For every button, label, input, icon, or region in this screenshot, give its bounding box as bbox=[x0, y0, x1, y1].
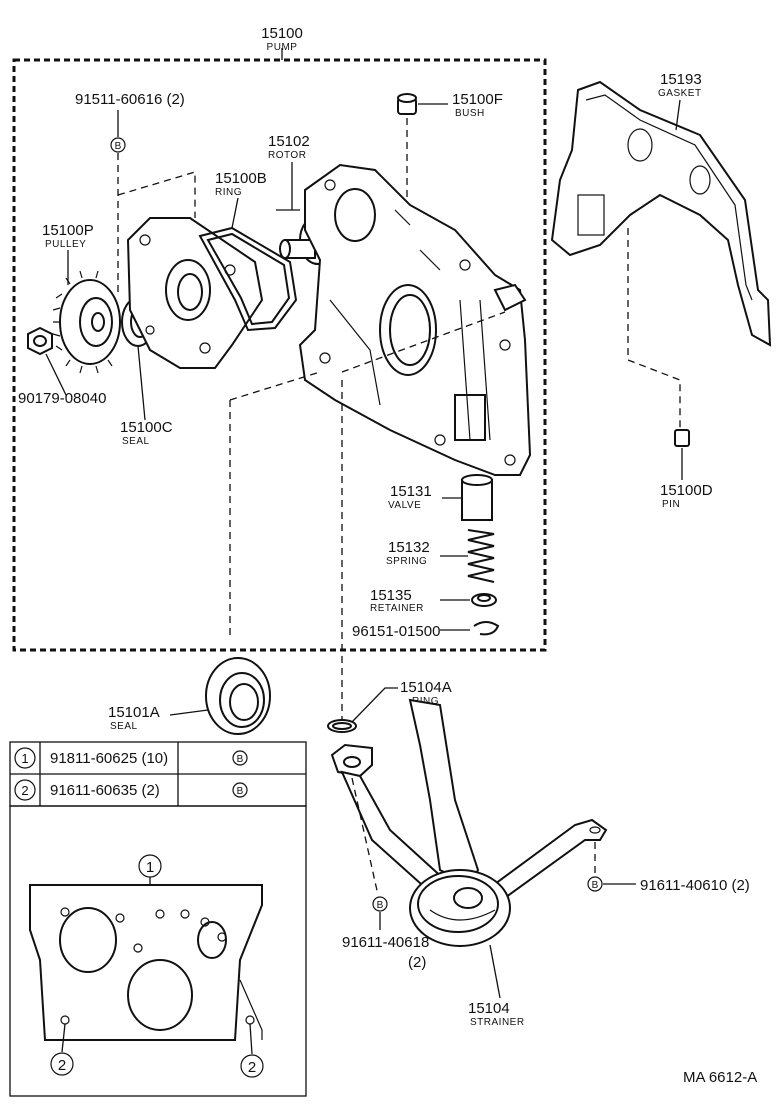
bolt-symbol-label: B bbox=[592, 880, 599, 891]
pulley-part: 15100P PULLEY bbox=[42, 222, 121, 374]
seal-a-part: 15101A SEAL bbox=[108, 657, 271, 735]
pump-cover-part bbox=[126, 217, 264, 369]
strainer-name: STRAINER bbox=[470, 1017, 525, 1028]
seal-a-number: 15101A bbox=[108, 704, 160, 721]
table-row-2-part: 91611-60635 (2) bbox=[50, 782, 160, 799]
table-row-1-part: 91811-60625 (10) bbox=[50, 750, 168, 767]
pump-assembly-box: 15100 PUMP bbox=[12, 25, 547, 652]
location-marker-2-label: 2 bbox=[58, 1057, 66, 1074]
nut-part: 90179-08040 bbox=[18, 326, 106, 407]
table-row-2-symbol: B bbox=[237, 786, 244, 797]
valve-part: 15131 VALVE bbox=[388, 474, 493, 521]
bush-name: BUSH bbox=[455, 108, 485, 119]
gasket-part: 15193 GASKET bbox=[550, 71, 772, 430]
seal-c-name: SEAL bbox=[122, 436, 150, 447]
table-row-1-marker-icon bbox=[14, 747, 36, 769]
bolt-symbol-icon bbox=[110, 137, 126, 153]
nut-number: 90179-08040 bbox=[18, 390, 106, 407]
ring-b-number: 15100B bbox=[215, 170, 267, 187]
spring-part: 15132 SPRING bbox=[386, 529, 495, 583]
ring-a-name: RING bbox=[412, 696, 439, 707]
location-marker-2b-icon bbox=[240, 1054, 264, 1078]
bolt-symbol-label: B bbox=[115, 141, 122, 152]
assembly-name: PUMP bbox=[267, 42, 298, 53]
retainer-number: 15135 bbox=[370, 587, 412, 604]
strainer-bolt-number: 91611-40618 bbox=[342, 934, 429, 951]
ring-b-icon bbox=[198, 226, 298, 332]
strainer-bolt-qty: (2) bbox=[408, 954, 426, 971]
location-marker-2b-label: 2 bbox=[248, 1059, 256, 1076]
nut-icon bbox=[27, 326, 53, 356]
right-bolt-number: 91611-40610 (2) bbox=[640, 877, 750, 894]
strainer-bolt-callout: B 91611-40618 (2) bbox=[342, 777, 429, 971]
table-row-2-marker-icon bbox=[14, 779, 36, 801]
ring-b-part: 15100B RING bbox=[198, 170, 298, 332]
gasket-number: 15193 bbox=[660, 71, 702, 88]
gasket-name: GASKET bbox=[658, 88, 702, 99]
strainer-number: 15104 bbox=[468, 1000, 510, 1017]
spring-number: 15132 bbox=[388, 539, 430, 556]
bush-number: 15100F bbox=[452, 91, 503, 108]
ring-a-part: 15104A RING bbox=[327, 679, 452, 733]
pin-number: 15100D bbox=[660, 482, 713, 499]
bush-part: 15100F BUSH bbox=[397, 91, 503, 200]
valve-icon bbox=[461, 479, 493, 521]
pin-name: PIN bbox=[662, 499, 680, 510]
gasket-icon bbox=[550, 80, 772, 347]
location-marker-2-icon bbox=[50, 1052, 74, 1076]
seal-a-icon bbox=[205, 657, 271, 735]
bolt-symbol-icon bbox=[372, 896, 388, 912]
pin-part: 15100D PIN bbox=[660, 429, 713, 510]
right-bolt-callout: B 91611-40610 (2) bbox=[587, 842, 750, 894]
table-row-1-symbol: B bbox=[237, 754, 244, 765]
pin-icon bbox=[674, 429, 690, 447]
retainer-part: 15135 RETAINER bbox=[370, 587, 497, 614]
seal-a-name: SEAL bbox=[110, 721, 138, 732]
location-marker-1-label: 1 bbox=[146, 859, 154, 876]
valve-name: VALVE bbox=[388, 500, 421, 511]
rotor-name: ROTOR bbox=[268, 150, 306, 161]
bolt-location-detail: 1 2 2 bbox=[9, 805, 307, 1097]
pulley-name: PULLEY bbox=[45, 239, 86, 250]
bolt-top-number: 91511-60616 (2) bbox=[75, 91, 185, 108]
seal-c-number: 15100C bbox=[120, 419, 173, 436]
strainer-part: 15104 STRAINER bbox=[330, 698, 608, 1028]
pulley-number: 15100P bbox=[42, 222, 94, 239]
bolt-symbol-icon bbox=[587, 876, 603, 892]
clip-number: 96151-01500 bbox=[352, 623, 440, 640]
bolt-table: 1 91811-60625 (10) B 2 91611-60635 (2) B bbox=[9, 741, 307, 807]
clip-icon bbox=[473, 621, 500, 636]
ring-b-name: RING bbox=[215, 187, 242, 198]
assembly-number: 15100 bbox=[261, 25, 303, 42]
ring-a-number: 15104A bbox=[400, 679, 452, 696]
table-row-2-index: 2 bbox=[21, 783, 28, 798]
clip-part: 96151-01500 bbox=[352, 621, 500, 640]
bolt-symbol-label: B bbox=[377, 900, 384, 911]
retainer-name: RETAINER bbox=[370, 603, 424, 614]
diagram-code: MA 6612-A bbox=[683, 1069, 757, 1086]
rotor-number: 15102 bbox=[268, 133, 310, 150]
bolt-top-callout: 91511-60616 (2) B bbox=[75, 91, 196, 295]
spring-icon bbox=[467, 529, 495, 583]
bolt-symbol-icon bbox=[232, 782, 248, 798]
valve-number: 15131 bbox=[390, 483, 432, 500]
table-row-1-index: 1 bbox=[21, 751, 28, 766]
bolt-symbol-icon bbox=[232, 750, 248, 766]
pump-body-part bbox=[298, 163, 532, 476]
spring-name: SPRING bbox=[386, 556, 427, 567]
